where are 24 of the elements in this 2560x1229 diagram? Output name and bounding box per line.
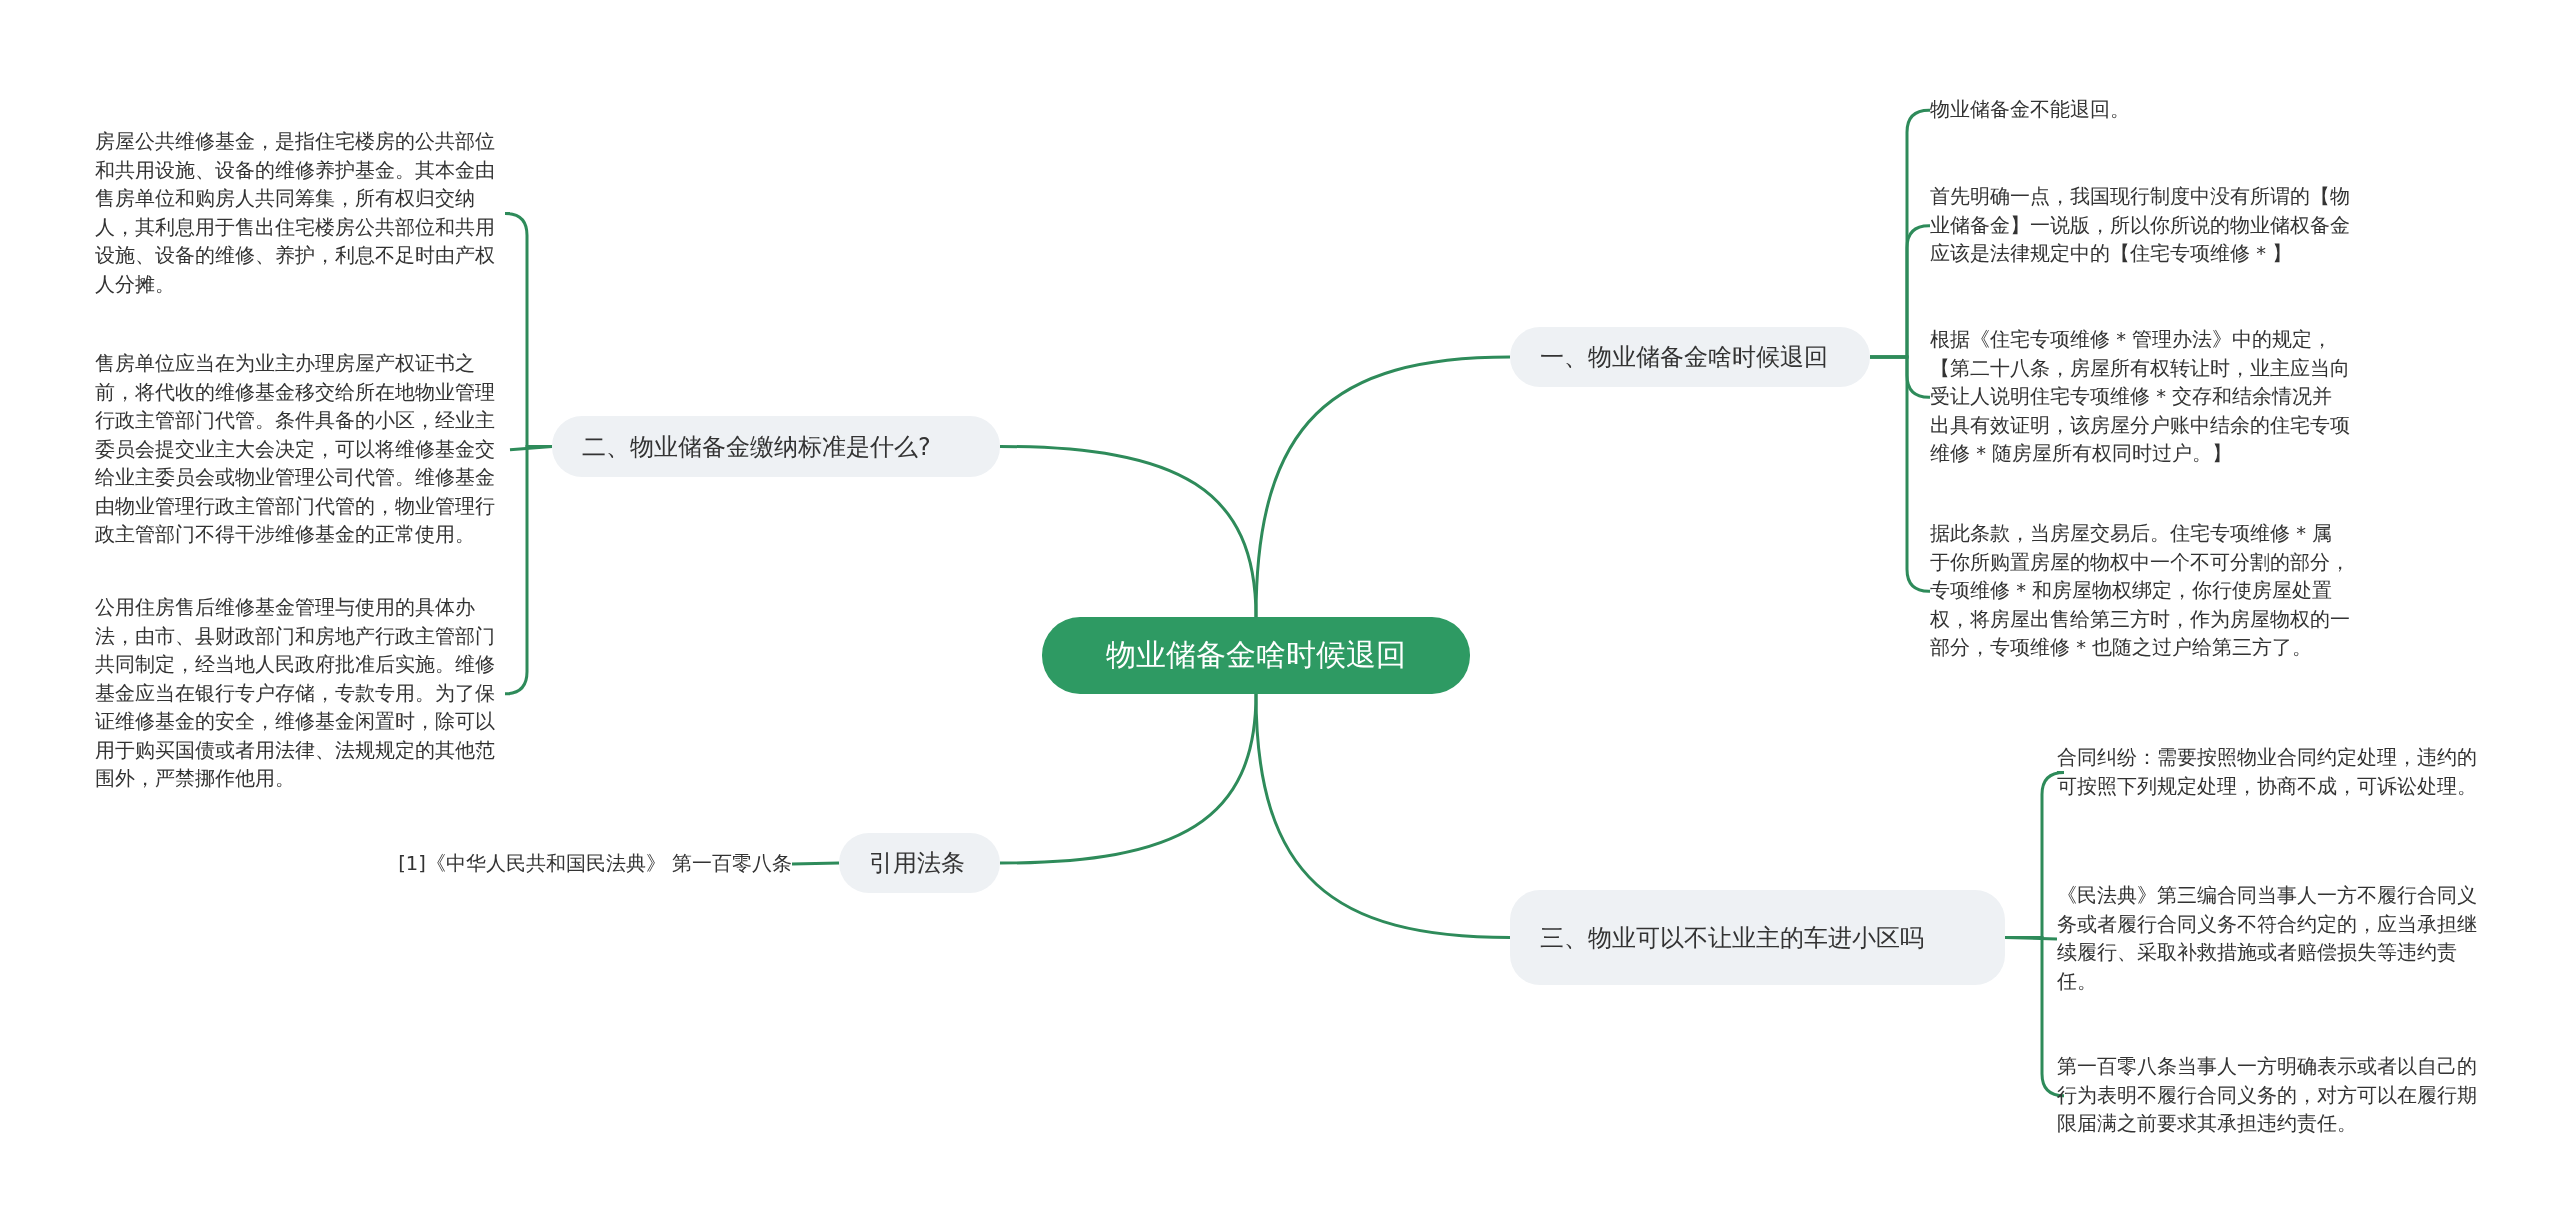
topic-label: 三、物业可以不让业主的车进小区吗 bbox=[1540, 922, 1924, 954]
note-text: 合同纠纷：需要按照物业合同约定处理，违约的可按照下列规定处理，协商不成，可诉讼处理。 bbox=[2057, 744, 2477, 801]
note-text: 公用住房售后维修基金管理与使用的具体办法，由市、县财政部门和房地产行政主管部门共同制定，经当地人民政府批准后实施。维修基金应当在银行专户存储，专款专用。为了保证维修基金的安全，维修基金闲置时，除可以用于购买国债或者用法律、法规规定的其他范围外，严禁挪作他用。 bbox=[95, 594, 510, 794]
note-text: 售房单位应当在为业主办理房屋产权证书之前，将代收的维修基金移交给所在地物业管理行政主管部门代管。条件具备的小区，经业主委员会提交业主大会决定，可以将维修基金交给业主委员会或物业管理公司代管。维修基金由物业管理行政主管部门代管的，物业管理行政主管部门不得干涉维修基金的正常使用。 bbox=[95, 350, 510, 550]
connector-line bbox=[2005, 936, 2066, 1098]
topic-label: 一、物业储备金啥时候退回 bbox=[1540, 342, 1828, 373]
note-text: 据此条款，当房屋交易后。住宅专项维修 * 属于你所购置房屋的物权中一个不可分割的部分，专项维修 * 和房屋物权绑定，你行使房屋处置权，将房屋出售给第三方时，作为房屋物权的一部分，专项维修 * 也随之过户给第三方了。 bbox=[1930, 520, 2350, 663]
note-text: 房屋公共维修基金，是指住宅楼房的公共部位和共用设施、设备的维修养护基金。其本金由售房单位和购房人共同筹集，所有权归交纳人，其利息用于售出住宅楼房公共部位和共用设施、设备的维修、养护，利息不足时由产权人分摊。 bbox=[95, 128, 510, 299]
note-text: 物业储备金不能退回。 bbox=[1930, 96, 2350, 125]
note-text: 根据《住宅专项维修 * 管理办法》中的规定，【第二十八条，房屋所有权转让时，业主应当向受让人说明住宅专项维修 * 交存和结余情况并出具有效证明，该房屋分户账中结余的住宅专项维修 * 随房屋所有权同时过户。】 bbox=[1930, 326, 2350, 469]
topic-label: 物业储备金啥时候退回 bbox=[1106, 636, 1406, 674]
connector-line bbox=[1254, 355, 1511, 618]
topic-pill bbox=[1510, 890, 2005, 985]
note-text: 《民法典》第三编合同当事人一方不履行合同义务或者履行合同义务不符合约定的，应当承担继续履行、采取补救措施或者赔偿损失等违约责任。 bbox=[2057, 882, 2477, 996]
topic-label: 引用法条 bbox=[869, 848, 965, 879]
connector-line bbox=[999, 445, 1258, 618]
note-text: 第一百零八条当事人一方明确表示或者以自己的行为表明不履行合同义务的，对方可以在履行期限届满之前要求其承担违约责任。 bbox=[2057, 1053, 2477, 1139]
topic-label: 二、物业储备金缴纳标准是什么? bbox=[582, 431, 931, 463]
connector-line bbox=[503, 445, 552, 696]
note-text: 首先明确一点，我国现行制度中没有所谓的【物业储备金】一说版，所以你所说的物业储权备金应该是法律规定中的【住宅专项维修 * 】 bbox=[1930, 183, 2350, 269]
connector-line bbox=[999, 693, 1258, 865]
connector-line bbox=[791, 861, 840, 866]
connector-line bbox=[1254, 693, 1511, 939]
citation-text: [1]《中华人民共和国民法典》 第一百零八条 bbox=[380, 850, 792, 878]
